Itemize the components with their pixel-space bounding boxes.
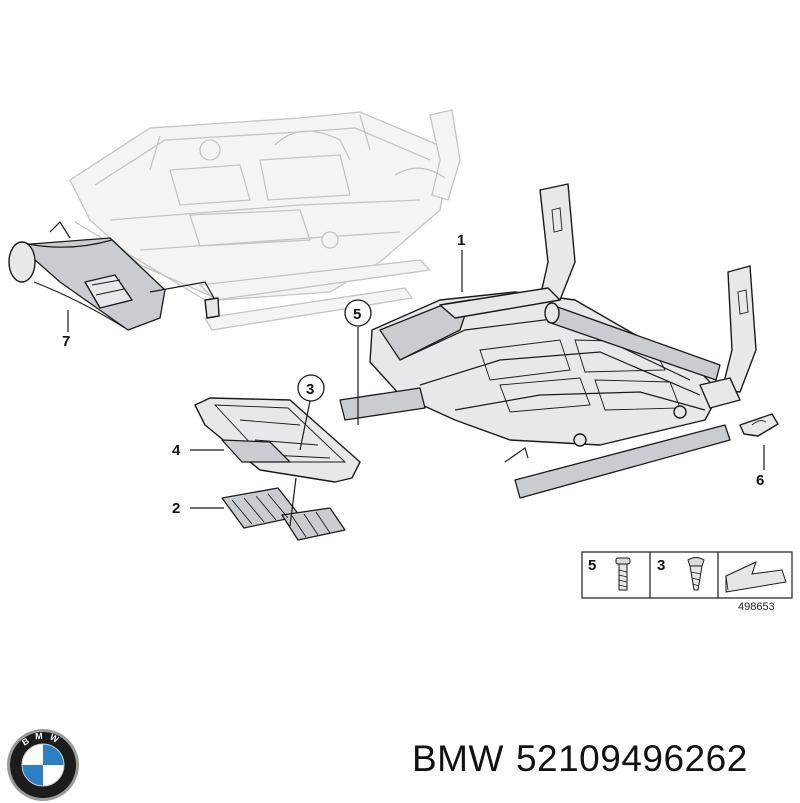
callout-5: 5 (353, 306, 361, 323)
callout-3-ring (297, 374, 325, 402)
callout-5-ring (344, 299, 372, 327)
screw-icon (687, 557, 705, 591)
legend-label-5: 5 (588, 557, 596, 574)
brand-footer: BMW 52109496262 (412, 738, 760, 780)
direction-arrow-icon (725, 561, 787, 593)
leader-lines (67, 250, 765, 527)
legend-label-3: 3 (657, 557, 665, 574)
bmw-logo: BMW (7, 729, 79, 801)
part-7-cylinder (8, 221, 220, 331)
callout-6: 6 (756, 472, 764, 489)
diagram-reference-number: 498653 (738, 601, 775, 613)
callout-2: 2 (172, 500, 180, 517)
bolt-icon (615, 557, 631, 591)
callout-3: 3 (306, 381, 314, 398)
part-3-seat-pan (194, 397, 361, 483)
brand-name: BMW (412, 738, 504, 779)
part-number: 52109496262 (515, 738, 748, 779)
part-1-seat-frame (339, 183, 757, 499)
callout-7: 7 (62, 333, 70, 350)
callout-4: 4 (172, 442, 181, 459)
ghost-seat-frame (69, 109, 461, 331)
fastener-legend: 5 3 (581, 551, 793, 599)
callout-1: 1 (457, 232, 465, 249)
part-4-pad (221, 439, 291, 463)
part-6-bracket (739, 413, 779, 437)
part-2-grille (221, 487, 346, 541)
